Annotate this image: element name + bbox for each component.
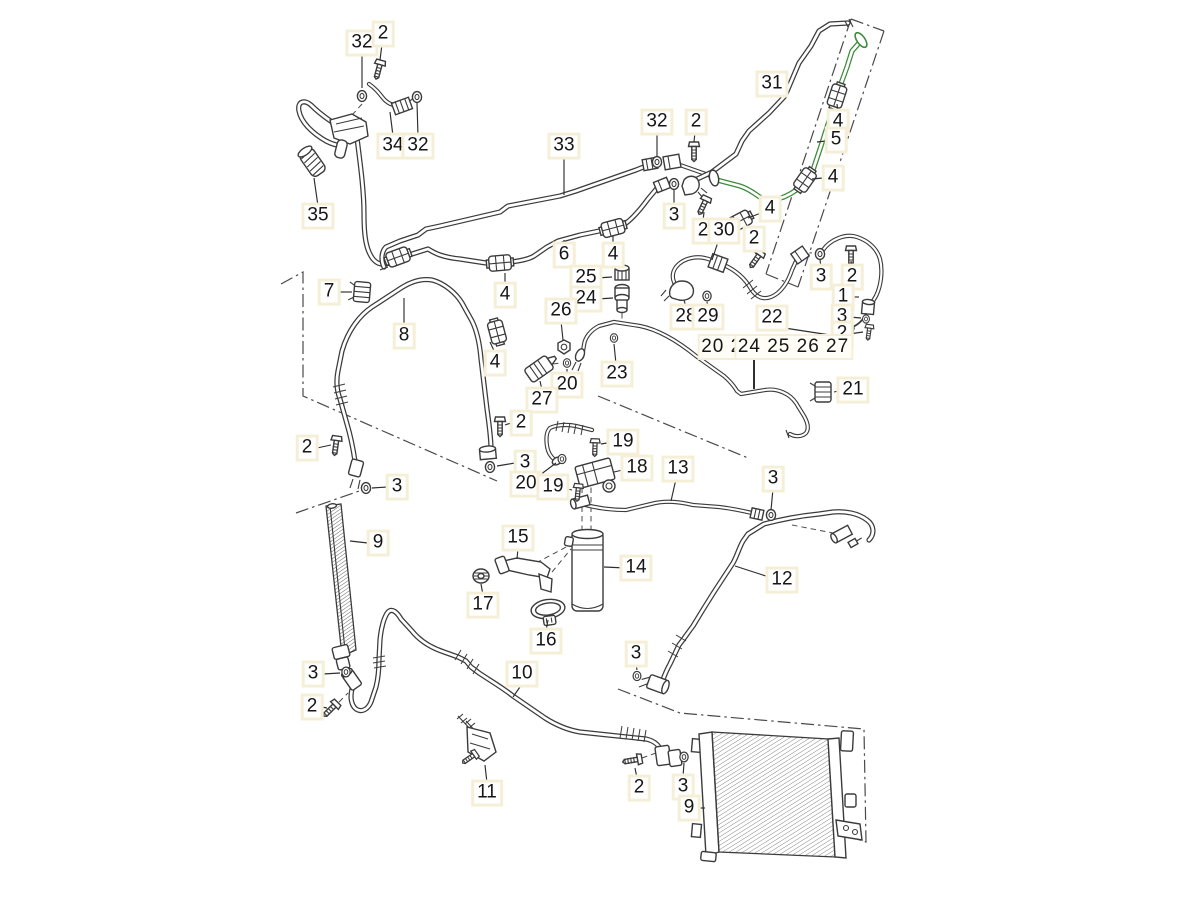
leader-line xyxy=(816,140,827,143)
leader-line xyxy=(747,212,762,219)
leader-line xyxy=(321,706,328,709)
tubes xyxy=(296,20,884,755)
leader-line xyxy=(850,260,853,268)
tube-31 xyxy=(690,20,851,184)
hardware xyxy=(319,58,875,769)
reference-outlines xyxy=(280,18,885,843)
leader-line xyxy=(693,131,696,143)
leader-line xyxy=(770,488,774,511)
elbow-28 xyxy=(668,280,695,301)
valve-block-18 xyxy=(574,457,616,489)
leader-line xyxy=(416,102,419,137)
leader-line xyxy=(683,299,687,308)
leader-line xyxy=(545,619,549,632)
tube-6 xyxy=(354,135,661,267)
condenser-face-view xyxy=(690,730,863,863)
leader-line xyxy=(836,103,839,113)
leader-line xyxy=(322,672,341,675)
leader-line xyxy=(734,565,773,579)
leader-line xyxy=(516,547,519,560)
leader-line xyxy=(682,762,685,778)
tube-8 xyxy=(334,276,494,464)
leader-line xyxy=(316,444,332,449)
receiver-drier-14 xyxy=(563,494,604,612)
leader-line xyxy=(777,326,831,336)
pressure-switch-27 xyxy=(524,355,558,383)
leader-line xyxy=(706,301,709,308)
grommet-35 xyxy=(297,145,326,177)
leader-line xyxy=(670,478,677,502)
hose-18-stub xyxy=(544,422,595,463)
condenser-junction xyxy=(654,744,683,768)
assembly-dashes xyxy=(338,103,834,759)
leader-line xyxy=(811,177,824,180)
leader-line xyxy=(379,43,383,61)
hose-clamp-16 xyxy=(530,598,566,627)
braid-marks xyxy=(332,279,762,743)
leader-line xyxy=(848,316,862,319)
leader-line xyxy=(560,320,564,341)
leader-line xyxy=(313,177,319,207)
elbow-12-end xyxy=(638,674,670,695)
leader-line xyxy=(596,276,613,279)
leader-line xyxy=(562,487,573,491)
leader-line xyxy=(349,540,369,544)
leader-line xyxy=(389,111,394,137)
leader-line xyxy=(371,486,388,489)
leader-line xyxy=(819,259,822,268)
leader-line xyxy=(600,441,614,445)
leader-line xyxy=(635,663,638,671)
leader-line xyxy=(504,422,512,426)
leader-line xyxy=(833,389,844,393)
leader-line xyxy=(603,566,627,569)
tube-10 xyxy=(348,607,664,755)
leader-line xyxy=(613,468,628,473)
leader-line xyxy=(535,462,557,479)
leader-line xyxy=(702,211,705,222)
fitting-34 xyxy=(390,96,416,116)
service-valve-24-25 xyxy=(614,264,630,314)
leader-line xyxy=(596,297,614,300)
condenser-edge-view xyxy=(325,503,357,671)
leader-line xyxy=(753,248,757,255)
leader-line xyxy=(711,238,720,261)
leader-line xyxy=(484,764,488,784)
leader-line xyxy=(496,462,516,467)
leader-line xyxy=(512,683,523,698)
leader-line xyxy=(539,380,543,391)
nut-26 xyxy=(557,339,571,355)
leader-line xyxy=(480,583,484,596)
leader-line xyxy=(489,341,496,354)
nut-17 xyxy=(472,568,490,584)
leader-line xyxy=(613,343,617,365)
leader-layer xyxy=(313,43,864,809)
leader-line xyxy=(634,767,638,779)
bracket-15 xyxy=(494,555,553,593)
leader-line xyxy=(848,331,864,335)
tube-5-highlighted xyxy=(714,40,862,202)
